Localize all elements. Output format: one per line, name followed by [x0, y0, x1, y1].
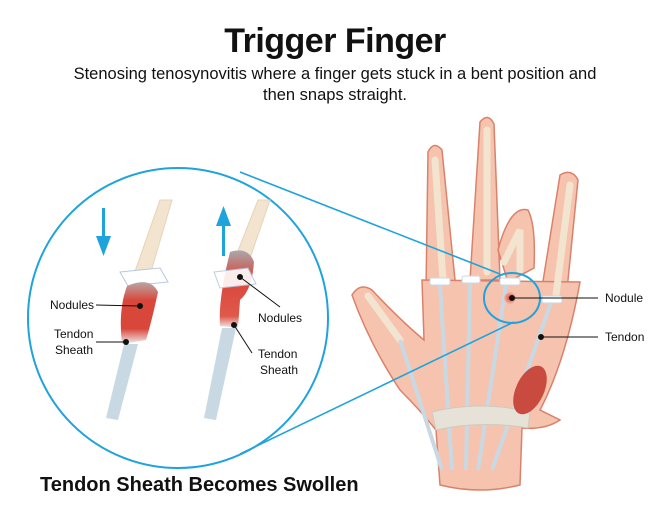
caption: Tendon Sheath Becomes Swollen [40, 474, 359, 496]
arrow-up-icon [216, 206, 231, 256]
label-right-sheath-2: Sheath [260, 363, 299, 377]
tendon-left [106, 199, 173, 420]
label-left-nodules: Nodules [50, 298, 95, 312]
hand-illustration [351, 116, 581, 491]
zoom-circle [27, 167, 329, 469]
tendon-right [204, 199, 271, 420]
arrow-down-icon [96, 208, 111, 256]
page-subtitle: Stenosing tenosynovitis where a finger g… [73, 65, 597, 104]
label-nodule: Nodule [605, 291, 644, 305]
label-left-sheath-1: Tendon [54, 327, 94, 341]
label-left-sheath-2: Sheath [55, 343, 94, 357]
page-title: Trigger Finger [224, 22, 446, 60]
label-right-nodules: Nodules [258, 311, 303, 325]
label-tendon: Tendon [605, 330, 645, 344]
label-right-sheath-1: Tendon [258, 347, 298, 361]
